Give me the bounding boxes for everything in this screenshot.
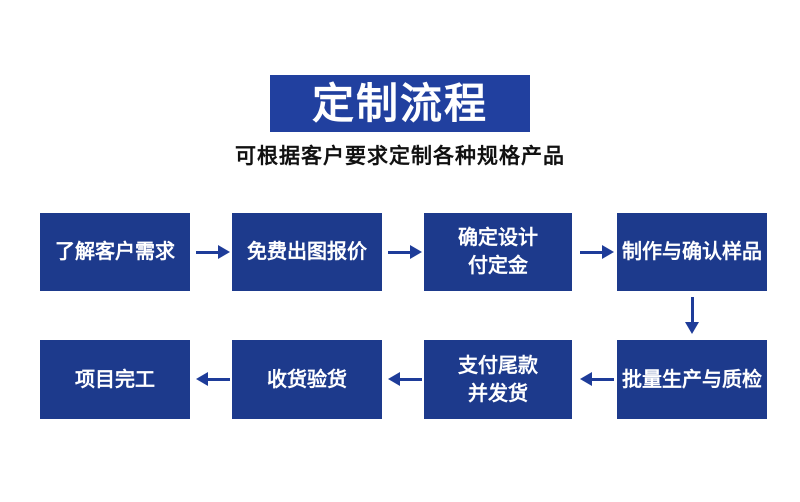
arrow-head (388, 372, 400, 386)
flow-step-6-label: 支付尾款 并发货 (458, 354, 538, 405)
flow-step-1: 了解客户需求 (40, 213, 190, 291)
arrow-head (410, 245, 422, 259)
flow-step-2: 免费出图报价 (232, 213, 382, 291)
flow-step-7: 收货验货 (232, 340, 382, 419)
title-banner: 定制流程 (270, 75, 530, 132)
arrow-shaft (388, 251, 411, 254)
arrow-right-icon (388, 245, 422, 259)
flow-step-8-label: 项目完工 (75, 368, 155, 391)
arrow-shaft (196, 251, 219, 254)
flow-step-1-label: 了解客户需求 (55, 241, 175, 263)
arrow-head (218, 245, 230, 259)
flow-step-6: 支付尾款 并发货 (424, 340, 572, 419)
arrow-left-icon (196, 372, 230, 386)
arrow-shaft (691, 297, 694, 322)
flow-step-3: 确定设计 付定金 (424, 213, 572, 291)
arrow-down-icon (685, 297, 699, 334)
arrow-head (602, 245, 614, 259)
arrow-head (685, 322, 699, 334)
arrow-shaft (399, 378, 422, 381)
flow-step-2-label: 免费出图报价 (247, 241, 367, 263)
flow-step-5: 批量生产与质检 (617, 340, 767, 419)
arrow-shaft (591, 378, 614, 381)
flow-step-4: 制作与确认样品 (617, 213, 767, 291)
arrow-shaft (207, 378, 230, 381)
page-title: 定制流程 (311, 79, 488, 127)
flow-step-7-label: 收货验货 (267, 368, 347, 391)
page-subtitle: 可根据客户要求定制各种规格产品 (235, 145, 565, 168)
flow-step-8: 项目完工 (40, 340, 190, 419)
arrow-left-icon (388, 372, 422, 386)
flow-step-3-label: 确定设计 付定金 (458, 227, 538, 277)
arrow-shaft (580, 251, 603, 254)
arrow-right-icon (196, 245, 230, 259)
flow-step-4-label: 制作与确认样品 (622, 241, 762, 263)
arrow-left-icon (580, 372, 614, 386)
flow-step-5-label: 批量生产与质检 (622, 368, 762, 391)
arrow-right-icon (580, 245, 614, 259)
arrow-head (196, 372, 208, 386)
arrow-head (580, 372, 592, 386)
